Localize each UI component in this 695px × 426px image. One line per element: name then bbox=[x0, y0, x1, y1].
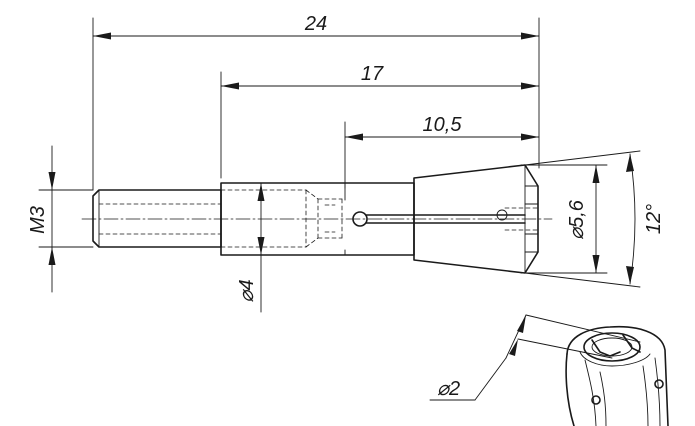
dimension-body-diameter-label: ⌀4 bbox=[236, 279, 258, 302]
dimension-body-length-label: 17 bbox=[361, 63, 384, 85]
dimension-body-length: 17 bbox=[220, 63, 540, 179]
threaded-shank bbox=[92, 189, 222, 248]
detail-collet-outline bbox=[566, 325, 669, 426]
dimension-angle: 12° bbox=[524, 150, 665, 288]
dimension-bore-diameter-label: ⌀2 bbox=[437, 378, 460, 400]
collet-detail-view: ⌀2 bbox=[429, 314, 669, 426]
dimension-collet-length: 10,5 bbox=[344, 114, 540, 201]
dimension-overall-length-label: 24 bbox=[304, 13, 327, 35]
dimension-overall-length: 24 bbox=[92, 13, 540, 191]
dimension-thread: M3 bbox=[27, 145, 94, 293]
dimension-angle-label: 12° bbox=[643, 204, 665, 234]
slot-relief-hole bbox=[352, 211, 368, 227]
dimension-thread-label: M3 bbox=[27, 206, 49, 234]
dimension-head-diameter: ⌀5,6 bbox=[520, 164, 608, 274]
dimension-body-diameter: ⌀4 bbox=[236, 182, 265, 313]
dimension-collet-length-label: 10,5 bbox=[423, 114, 463, 136]
dimension-head-diameter-label: ⌀5,6 bbox=[566, 199, 588, 240]
collet-side-view bbox=[81, 164, 553, 274]
